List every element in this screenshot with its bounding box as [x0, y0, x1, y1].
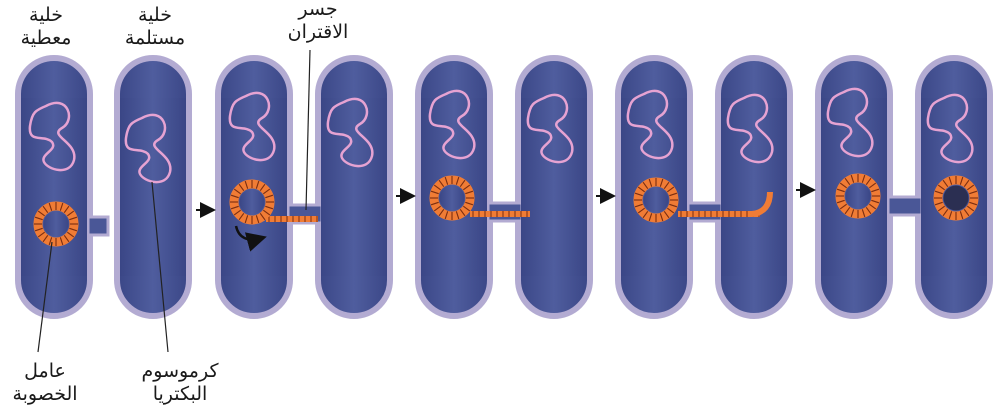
bacterial-chromosome-label-line-2: البكتريا — [128, 383, 232, 406]
dna-strand-stage-2 — [266, 216, 318, 222]
fertility-factor-plasmid-4 — [634, 178, 678, 222]
fertility-factor-label-line-2: الخصوبة — [2, 383, 88, 406]
fertility-factor-label: عامل الخصوبة — [2, 360, 88, 406]
dna-strand-stage-3 — [470, 211, 530, 217]
recipient-cell-label-line-2: مستلمة — [112, 27, 198, 50]
cell-body-fill-6 — [521, 98, 587, 276]
fertility-factor-plasmid-1 — [34, 202, 78, 246]
fertility-factor-plasmid-6 — [934, 176, 978, 220]
bacterial-chromosome-label-line-1: كرموسوم — [128, 360, 232, 383]
conjugation-bridge-label-line-1: جسر — [270, 0, 366, 21]
donor-cell-label: خلية معطية — [6, 4, 86, 50]
conjugation-bridge-label-line-2: الاقتران — [270, 21, 366, 44]
fertility-factor-plasmid-2 — [230, 180, 274, 224]
cell-body-fill-4 — [321, 98, 387, 276]
dna-strand-stage-4a — [678, 211, 760, 217]
donor-cell-label-line-1: خلية — [6, 4, 86, 27]
bridge-stage-1 — [88, 217, 108, 235]
fertility-factor-plasmid-5 — [836, 174, 880, 218]
bridge-stage-5 — [888, 197, 922, 215]
bridge-leader — [306, 50, 310, 210]
fertility-factor-plasmid-3 — [430, 176, 474, 220]
recipient-cell-label-line-1: خلية — [112, 4, 198, 27]
donor-cell-label-line-2: معطية — [6, 27, 86, 50]
cell-body-fill-8 — [721, 98, 787, 276]
conjugation-bridge-label: جسر الاقتران — [270, 0, 366, 44]
bacterial-chromosome-label: كرموسوم البكتريا — [128, 360, 232, 406]
fertility-factor-label-line-1: عامل — [2, 360, 88, 383]
recipient-cell-label: خلية مستلمة — [112, 4, 198, 50]
